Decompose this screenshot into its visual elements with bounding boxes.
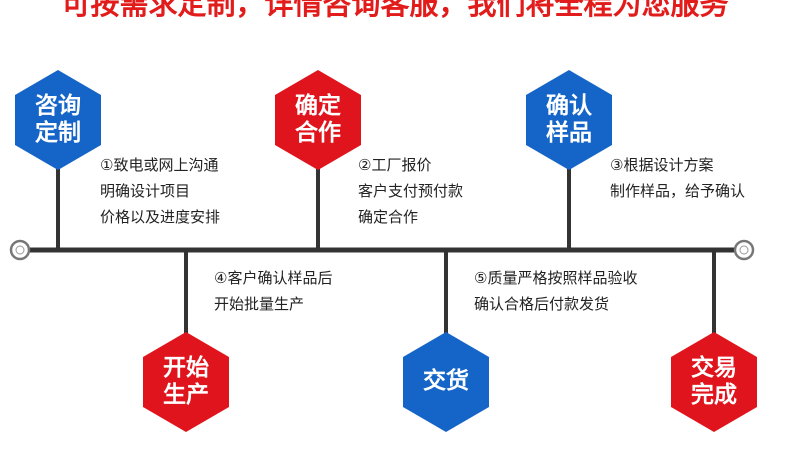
step-2-label-line-2: 合作 (295, 120, 341, 146)
step-3-label: 确认 样品 (529, 93, 609, 147)
hexagon-step-4 (143, 332, 229, 432)
step-1-note-line-3: 价格以及进度安排 (100, 208, 221, 226)
step-6-label: 交易 完成 (674, 355, 754, 409)
step-2-note-line-2: 客户支付预付款 (358, 182, 464, 200)
step-4-note: ④客户确认样品后 开始批量生产 (214, 265, 332, 317)
step-4-note-line-2: 开始批量生产 (214, 295, 305, 313)
step-6-label-line-2: 完成 (691, 382, 737, 408)
timeline-end-cap-inner (739, 245, 749, 255)
step-1-label: 咨询 定制 (18, 93, 98, 147)
step-4-label-line-1: 开始 (163, 355, 209, 381)
step-5-label-line-1: 交货 (423, 368, 469, 394)
step-1-label-line-1: 咨询 (35, 93, 81, 119)
step-2-note-line-1: ②工厂报价 (358, 156, 432, 174)
step-5-note-line-1: ⑤质量严格按照样品验收 (474, 269, 638, 287)
step-1-note: ①致电或网上沟通 明确设计项目 价格以及进度安排 (100, 152, 220, 230)
headline: 可按需求定制，详情咨询客服，我们将全程为您服务 (61, 0, 729, 21)
step-5-note-line-2: 确认合格后付款发货 (474, 295, 610, 313)
step-1-label-line-2: 定制 (35, 120, 81, 146)
step-3-label-line-2: 样品 (546, 120, 592, 146)
hexagon-step-3 (526, 70, 612, 170)
step-2-note-line-3: 确定合作 (358, 208, 419, 226)
step-4-label-line-2: 生产 (163, 382, 209, 408)
step-4-note-line-1: ④客户确认样品后 (214, 269, 333, 287)
step-2-note: ②工厂报价 客户支付预付款 确定合作 (358, 152, 463, 230)
hexagon-step-1 (15, 70, 101, 170)
step-5-note: ⑤质量严格按照样品验收 确认合格后付款发货 (474, 265, 637, 317)
step-3-note: ③根据设计方案 制作样品，给予确认 (610, 152, 745, 204)
step-3-note-line-2: 制作样品，给予确认 (610, 182, 746, 200)
step-6-label-line-1: 交易 (691, 355, 737, 381)
hexagon-step-5 (403, 332, 489, 432)
step-2-label: 确定 合作 (278, 93, 358, 147)
step-3-label-line-1: 确认 (546, 93, 592, 119)
hexagon-step-6 (671, 332, 757, 432)
hexagon-step-2 (275, 70, 361, 170)
step-1-note-line-1: ①致电或网上沟通 (100, 156, 219, 174)
step-5-label: 交货 (406, 368, 486, 395)
step-1-note-line-2: 明确设计项目 (100, 182, 191, 200)
timeline-start-cap-inner (15, 245, 25, 255)
step-3-note-line-1: ③根据设计方案 (610, 156, 714, 174)
step-4-label: 开始 生产 (146, 355, 226, 409)
step-2-label-line-1: 确定 (295, 93, 341, 119)
